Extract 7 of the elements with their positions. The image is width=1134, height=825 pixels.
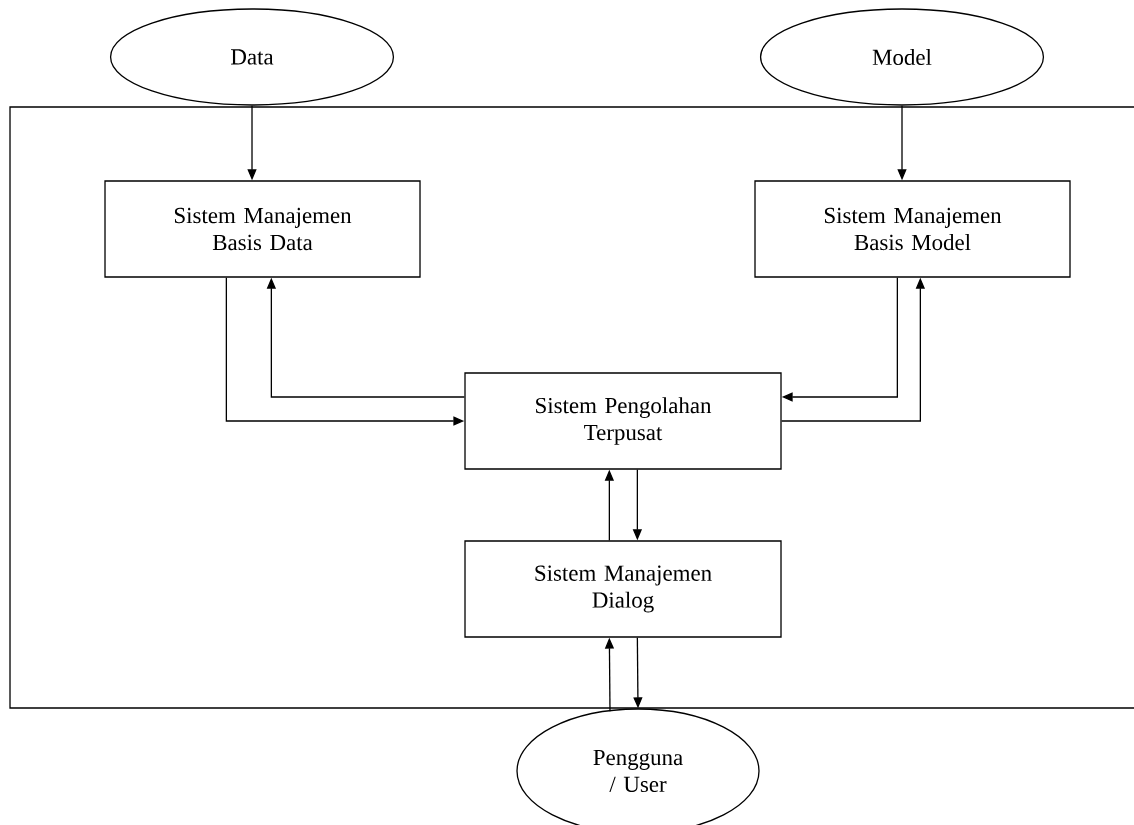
oval: Data [109,8,395,106]
process-box: Sistem Manajemen Basis Model [754,180,1071,278]
process-box: Sistem Manajemen Dialog [464,540,782,638]
system-frame [9,106,1134,709]
process-box: Sistem Pengolahan Terpusat [464,372,782,470]
oval: Model [759,8,1045,106]
process-box: Sistem Manajemen Basis Data [104,180,421,278]
